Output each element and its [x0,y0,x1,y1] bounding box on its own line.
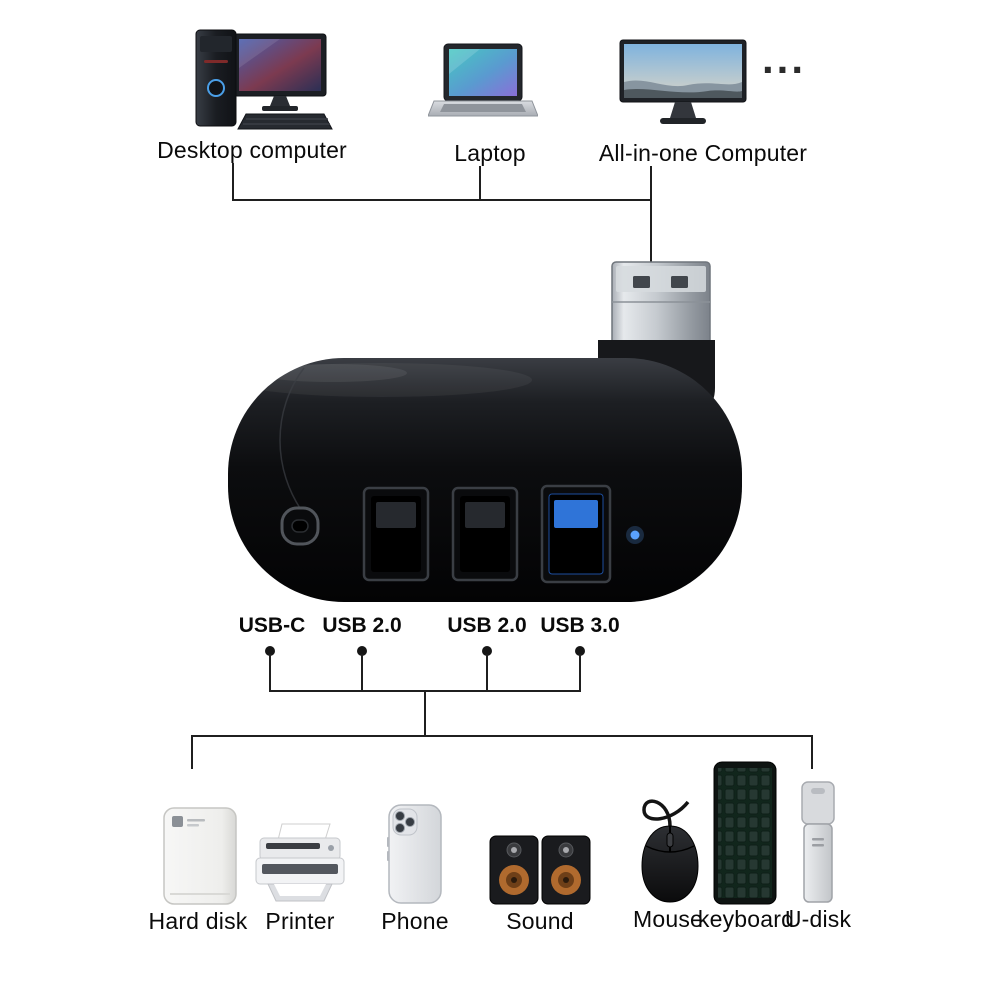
connector-line [269,654,271,690]
printer-icon [255,823,345,902]
connector-line [650,166,652,266]
connector-line [486,654,488,690]
usb-flash-drive-icon [801,781,835,903]
connector-line [424,690,426,735]
label-u-disk: U-disk [784,906,852,932]
label-all-in-one-computer: All-in-one Computer [598,140,808,166]
port-label-usb2-1: USB 2.0 [322,614,402,637]
hard-disk-icon [163,807,237,905]
connector-line [361,654,363,690]
connector-line [191,735,193,769]
led-indicator [626,526,644,544]
usb-c-port [280,506,320,546]
connector-line [232,163,234,199]
label-keyboard: keyboard [697,906,795,932]
port-label-usb2-2: USB 2.0 [447,614,527,637]
speakers-icon [489,835,591,905]
junction-dot [265,646,275,656]
label-sound: Sound [506,908,574,934]
connector-line [479,166,481,199]
laptop-icon [428,43,538,117]
all-in-one-computer-icon [619,39,747,124]
mouse-icon [641,799,699,903]
usb-plug-icon [611,261,711,349]
desktop-computer-icon [195,29,333,130]
usb2-port-2 [451,486,519,582]
label-mouse: Mouse [632,906,704,932]
label-desktop-computer: Desktop computer [157,137,347,163]
label-printer: Printer [265,908,335,934]
hub-body [228,358,742,602]
keyboard-icon [713,761,777,905]
port-label-usb3: USB 3.0 [540,614,620,637]
more-devices-indicator: ... [762,35,807,82]
connector-line [232,199,652,201]
connector-line [191,735,813,737]
port-label-usb-c: USB-C [238,614,306,637]
junction-dot [357,646,367,656]
usb-hub-device [228,261,742,602]
label-phone: Phone [381,908,449,934]
junction-dot [575,646,585,656]
usb3-port [540,484,612,584]
label-hard-disk: Hard disk [148,908,248,934]
junction-dot [482,646,492,656]
label-laptop: Laptop [454,140,526,166]
connector-line [811,735,813,769]
connector-line [579,654,581,690]
usb2-port-1 [362,486,430,582]
phone-icon [387,804,442,904]
